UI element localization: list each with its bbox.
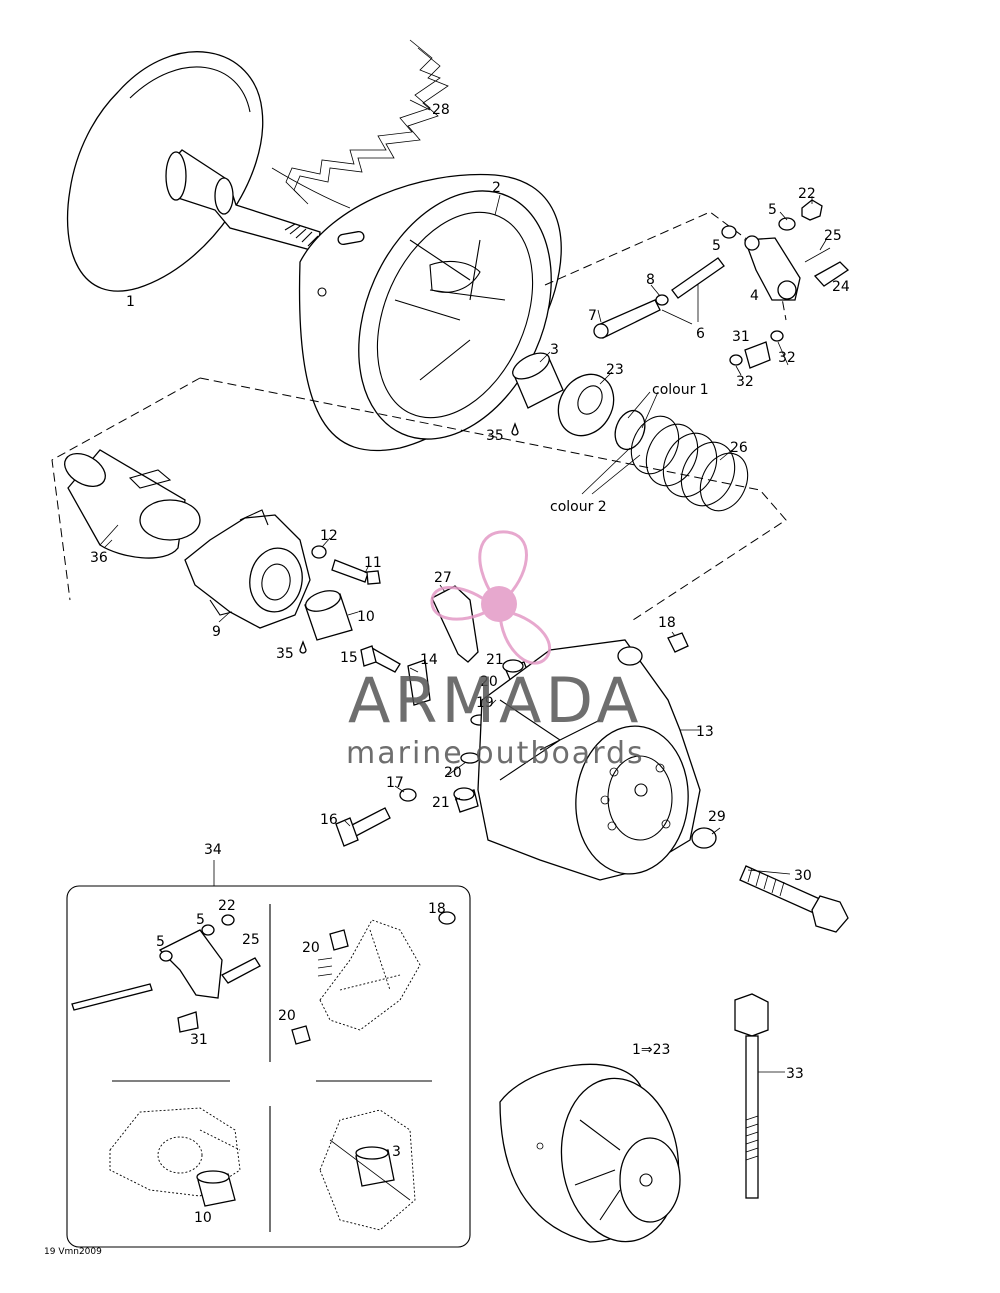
callout-32a: 32 [778, 350, 796, 366]
callout-1: 1 [126, 294, 135, 310]
part-drive-belt [271, 39, 449, 209]
part-roller-assembly [335, 585, 531, 847]
callout-33: 33 [786, 1066, 804, 1082]
callout-26: 26 [730, 440, 748, 456]
callout-colour-1: colour 1 [652, 382, 709, 398]
part-bushing-washer-spring [511, 352, 749, 512]
callout-8: 8 [646, 272, 655, 288]
callout-11: 11 [364, 555, 382, 571]
callout-6: 6 [696, 326, 705, 342]
part-fixed-sheave [66, 51, 321, 292]
callout-35a: 35 [486, 428, 504, 444]
part-movable-sheave [298, 173, 562, 452]
callout-21a: 21 [486, 652, 504, 668]
callout-3: 3 [550, 342, 559, 358]
callout-25: 25 [824, 228, 842, 244]
leader-lines [103, 99, 827, 1073]
inset-callout-18: 18 [428, 901, 446, 917]
part-complete-pulley [499, 1063, 681, 1243]
inset-callout-22: 22 [218, 898, 236, 914]
callout-12: 12 [320, 528, 338, 544]
callout-10: 10 [357, 609, 375, 625]
inset-callout-5a: 5 [196, 912, 205, 928]
part-puller-bolt [734, 993, 769, 1199]
callout-5a: 5 [768, 202, 777, 218]
callout-20a: 20 [480, 674, 498, 690]
callout-13: 13 [696, 724, 714, 740]
callout-36: 36 [90, 550, 108, 566]
inset-callout-5b: 5 [156, 934, 165, 950]
callout-19: 19 [476, 695, 494, 711]
callout-24: 24 [832, 279, 850, 295]
inset-callout-31: 31 [190, 1032, 208, 1048]
part-sleeve [64, 449, 201, 559]
diagram-code: 19 Vmn2009 [44, 1247, 102, 1257]
callout-labels: 1 2 3 4 5 5 6 7 8 9 10 11 12 13 14 15 16… [90, 102, 850, 1082]
inset-callout-25: 25 [242, 932, 260, 948]
callout-9: 9 [212, 624, 221, 640]
callout-21b: 21 [432, 795, 450, 811]
callout-29: 29 [708, 809, 726, 825]
callout-31a: 31 [732, 329, 750, 345]
inset-callout-20a: 20 [302, 940, 320, 956]
watermark-logo [430, 530, 551, 665]
callout-1-to-23: 1⇒23 [632, 1042, 670, 1058]
callout-17: 17 [386, 775, 404, 791]
callout-27: 27 [434, 570, 452, 586]
callout-32b: 32 [736, 374, 754, 390]
callout-35b: 35 [276, 646, 294, 662]
part-roller-arm-group [593, 199, 850, 369]
callout-34: 34 [204, 842, 222, 858]
callout-colour-2: colour 2 [550, 499, 607, 515]
callout-15: 15 [340, 650, 358, 666]
watermark-brand: ARMADA [348, 664, 642, 737]
part-spider [184, 509, 381, 654]
callout-4: 4 [750, 288, 759, 304]
part-center-bolt [739, 865, 849, 933]
callout-7: 7 [588, 308, 597, 324]
callout-16: 16 [320, 812, 338, 828]
callout-14: 14 [420, 652, 438, 668]
callout-20b: 20 [444, 765, 462, 781]
inset-callout-10: 10 [194, 1210, 212, 1226]
inset-callout-labels: 22 5 5 25 31 18 20 20 10 3 [156, 898, 446, 1226]
watermark: ARMADA marine outboards [346, 530, 645, 771]
watermark-tagline: marine outboards [346, 736, 645, 771]
inset-callout-20b: 20 [278, 1008, 296, 1024]
inset-callout-3: 3 [392, 1144, 401, 1160]
callout-5b: 5 [712, 238, 721, 254]
callout-23: 23 [606, 362, 624, 378]
part-drive-cover [477, 632, 717, 881]
callout-18: 18 [658, 615, 676, 631]
callout-2: 2 [492, 180, 501, 196]
callout-30: 30 [794, 868, 812, 884]
inset-detail-box [66, 860, 471, 1248]
callout-28: 28 [432, 102, 450, 118]
callout-22: 22 [798, 186, 816, 202]
